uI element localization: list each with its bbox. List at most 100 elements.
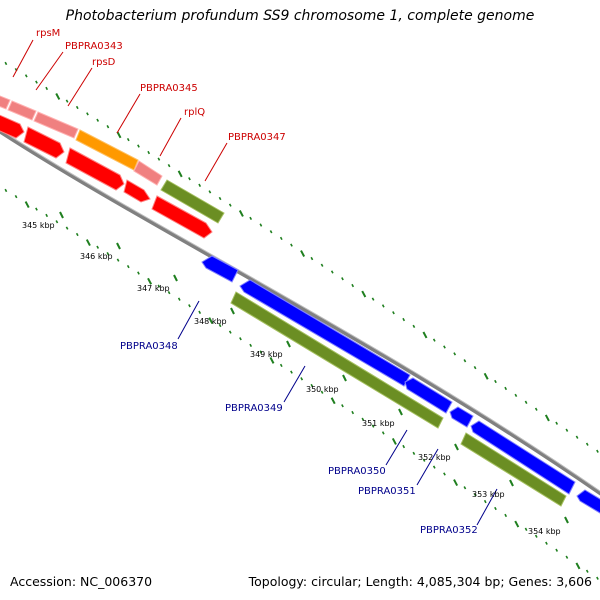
- inner-tick-track-mark: [534, 534, 538, 538]
- feature-rpsM[interactable]: [0, 92, 11, 110]
- feature-PBPRA0351[interactable]: [449, 406, 474, 428]
- outer-tick-track-mark: [351, 283, 355, 288]
- inner-tick-track-mark: [4, 188, 8, 193]
- forward-leaders: [12, 39, 228, 182]
- inner-tick-track-mark: [422, 458, 426, 462]
- outer-tick-track-mark: [45, 86, 49, 91]
- label-PBPRA0348[interactable]: PBPRA0348: [120, 341, 178, 352]
- feature-rplQ[interactable]: [133, 160, 163, 186]
- feature-red-2[interactable]: [23, 126, 65, 159]
- inner-tick-track-mark: [565, 555, 569, 559]
- inner-tick-track-mark: [137, 271, 140, 275]
- feature-red-3[interactable]: [65, 147, 125, 191]
- inner-tick-track-mark: [85, 239, 91, 246]
- inner-tick-track-mark: [453, 479, 459, 487]
- label-rpsM[interactable]: rpsM: [36, 28, 60, 39]
- inner-tick-track-mark: [463, 486, 467, 490]
- feature-red-1[interactable]: [0, 110, 25, 139]
- outer-tick-track-mark: [596, 449, 599, 453]
- inner-tick-track-mark: [14, 194, 18, 199]
- inner-tick-track-mark: [259, 350, 263, 354]
- feature-red-4[interactable]: [123, 179, 151, 203]
- outer-tick-track-mark: [514, 393, 518, 398]
- inner-tick-track-mark: [555, 548, 559, 552]
- chromosome-backbone: [0, 129, 600, 496]
- outer-tick-track-mark: [422, 331, 428, 339]
- outer-tick-track-mark: [473, 366, 477, 370]
- tick-label-345: 345 kbp: [22, 221, 55, 230]
- outer-tick-track-mark: [279, 236, 283, 241]
- scale-tick-mark: [398, 408, 403, 416]
- label-PBPRA0352[interactable]: PBPRA0352: [420, 525, 478, 536]
- outer-tick-track-mark: [504, 386, 508, 391]
- tick-label-347: 347 kbp: [137, 284, 170, 293]
- tick-label-350: 350 kbp: [306, 385, 339, 394]
- label-PBPRA0350[interactable]: PBPRA0350: [328, 466, 386, 477]
- reverse-label-group: PBPRA0348 PBPRA0349 PBPRA0350 PBPRA0351 …: [120, 341, 478, 536]
- inner-tick-track-mark: [300, 377, 304, 381]
- inner-tick-track-mark: [126, 264, 130, 269]
- inner-tick-track-mark: [75, 232, 79, 237]
- outer-tick-track-mark: [218, 196, 222, 201]
- inner-tick-track-mark: [381, 431, 385, 435]
- label-PBPRA0349[interactable]: PBPRA0349: [225, 403, 283, 414]
- inner-tick-track-mark: [391, 437, 397, 445]
- feature-olive-1[interactable]: [230, 291, 444, 429]
- outer-tick-track-mark: [238, 210, 244, 217]
- outer-tick-track-mark: [565, 428, 569, 432]
- outer-tick-track-mark: [116, 131, 122, 139]
- label-PBPRA0343[interactable]: PBPRA0343: [65, 41, 123, 52]
- feature-rpsD[interactable]: [33, 111, 79, 139]
- inner-tick-track-mark: [24, 201, 30, 209]
- outer-tick-track-mark: [544, 414, 550, 422]
- label-PBPRA0345[interactable]: PBPRA0345: [140, 83, 198, 94]
- scale-tick-mark: [230, 307, 235, 315]
- label-PBPRA0351[interactable]: PBPRA0351: [358, 486, 416, 497]
- scale-tick-mark: [454, 443, 459, 451]
- outer-tick-track-mark: [341, 277, 344, 281]
- inner-tick-track-mark: [228, 330, 232, 334]
- tick-label-346: 346 kbp: [80, 252, 113, 261]
- scale-tick-labels: 345 kbp 346 kbp 347 kbp 348 kbp 349 kbp …: [22, 221, 561, 536]
- scale-tick-mark: [509, 479, 514, 487]
- tick-label-348: 348 kbp: [194, 317, 227, 326]
- inner-tick-track-mark: [585, 569, 589, 573]
- label-PBPRA0347[interactable]: PBPRA0347: [228, 132, 286, 143]
- inner-tick-track-mark: [279, 363, 283, 368]
- label-rplQ[interactable]: rplQ: [184, 107, 205, 118]
- feature-PBPRA0343[interactable]: [7, 100, 37, 121]
- feature-blue-6[interactable]: [576, 489, 600, 516]
- inner-tick-track-mark: [432, 465, 436, 469]
- inner-tick-track-mark: [320, 390, 324, 394]
- inner-tick-track-mark: [514, 520, 520, 528]
- feature-red-5[interactable]: [151, 195, 213, 239]
- inner-tick-track-mark: [341, 404, 344, 408]
- outer-tick-track-mark: [392, 311, 395, 315]
- feature-PBPRA0352[interactable]: [470, 420, 576, 495]
- genome-summary-text: Topology: circular; Length: 4,085,304 bp…: [248, 574, 592, 589]
- feature-olive-2[interactable]: [460, 432, 567, 507]
- tick-label-352: 352 kbp: [418, 453, 451, 462]
- feature-PBPRA0348[interactable]: [201, 255, 239, 283]
- inner-tick-track-mark: [524, 527, 528, 531]
- outer-tick-track-mark: [126, 137, 130, 142]
- outer-tick-track-mark: [157, 157, 161, 161]
- outer-tick-track-mark: [524, 400, 528, 404]
- inner-tick-track-mark: [35, 207, 38, 211]
- inner-tick-track-mark: [269, 356, 275, 364]
- outer-tick-track-mark: [381, 304, 385, 308]
- feature-PBPRA0350[interactable]: [404, 377, 453, 414]
- outer-tick-track-mark: [443, 345, 446, 349]
- inner-tick-track-mark: [218, 323, 222, 328]
- outer-tick-track-mark: [259, 223, 263, 227]
- forward-label-group: rpsM PBPRA0343 rpsD PBPRA0345 rplQ PBPRA…: [36, 28, 286, 143]
- inner-tick-track-mark: [45, 213, 49, 218]
- inner-tick-track-mark: [249, 343, 253, 348]
- inner-tick-track-mark: [412, 451, 416, 456]
- label-rpsD[interactable]: rpsD: [92, 57, 116, 68]
- tick-label-349: 349 kbp: [250, 350, 283, 359]
- feature-PBPRA0349[interactable]: [239, 279, 411, 387]
- feature-PBPRA0347[interactable]: [160, 179, 225, 224]
